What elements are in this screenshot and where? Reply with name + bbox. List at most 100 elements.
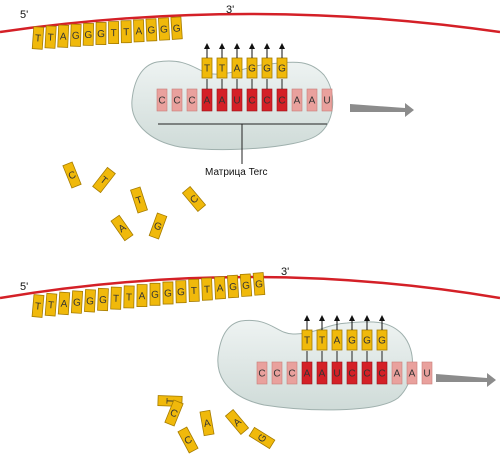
template-base-letter: A: [319, 369, 326, 380]
dna-base: G: [175, 280, 187, 304]
dna-base-letter: G: [147, 25, 155, 36]
template-base: U: [331, 361, 343, 385]
template-base-letter: U: [233, 96, 240, 107]
new-base: G: [346, 329, 358, 351]
template-base: C: [361, 361, 373, 385]
dna-base: G: [70, 290, 84, 314]
free-nucleotide: C: [177, 426, 199, 454]
dna-base-letter: T: [47, 32, 54, 43]
new-base-letter: G: [248, 64, 256, 75]
new-base: G: [246, 57, 258, 79]
free-nucleotide: T: [92, 166, 116, 194]
template-base: C: [256, 361, 268, 385]
free-nucleotide-letter: T: [98, 175, 110, 187]
dna-strand-top: [0, 12, 500, 34]
template-base: A: [201, 88, 213, 112]
template-base-letter: C: [158, 96, 165, 107]
dna-base: A: [57, 24, 70, 48]
template-base-letter: C: [348, 369, 355, 380]
dna-base-letter: G: [164, 288, 172, 299]
free-nucleotide-letter: C: [183, 434, 195, 447]
new-base: A: [231, 57, 243, 79]
free-nucleotide-letter: T: [165, 398, 176, 404]
template-base: C: [171, 88, 183, 112]
template-base: C: [261, 88, 273, 112]
template-base: A: [301, 361, 313, 385]
dna-base: T: [110, 286, 122, 310]
new-base-letter: G: [263, 64, 271, 75]
template-base: C: [346, 361, 358, 385]
new-base-letter: T: [304, 336, 310, 347]
template-base-letter: C: [263, 96, 270, 107]
dna-base: T: [31, 294, 45, 318]
template-base-letter: C: [188, 96, 195, 107]
dna-base-letter: T: [113, 294, 119, 305]
template-base-letter: U: [423, 369, 430, 380]
dna-base-letter: G: [72, 31, 80, 42]
dna-base: G: [84, 289, 96, 313]
template-base-letter: C: [288, 369, 295, 380]
template-base-letter: C: [173, 96, 180, 107]
dna-base-letter: T: [204, 284, 211, 295]
dna-base: G: [145, 18, 158, 42]
template-base-letter: C: [363, 369, 370, 380]
template-base: C: [286, 361, 298, 385]
template-base-letter: C: [378, 369, 385, 380]
new-base-letter: A: [234, 64, 241, 75]
dna-base: T: [44, 25, 57, 49]
new-base-letter: G: [278, 64, 286, 75]
new-base: A: [331, 329, 343, 351]
dna-base: G: [158, 17, 170, 41]
new-base-letter: A: [334, 336, 341, 347]
template-base: C: [156, 88, 168, 112]
dna-base-letter: T: [34, 301, 41, 312]
free-nucleotide-letter: G: [152, 220, 163, 233]
template-base-letter: C: [258, 369, 265, 380]
free-nucleotide: A: [224, 409, 250, 435]
free-nucleotide-letter: C: [67, 169, 78, 182]
template-base: C: [271, 361, 283, 385]
dna-base-letter: G: [73, 297, 82, 308]
template-base: A: [316, 361, 328, 385]
template-base: A: [291, 88, 303, 112]
dna-base-letter: G: [84, 30, 92, 41]
new-base-letter: G: [378, 336, 386, 347]
new-base-letter: T: [204, 64, 210, 75]
dna-base-letter: T: [191, 286, 197, 297]
dna-base-letter: G: [160, 24, 169, 35]
three-prime-label-bottom: 3': [281, 266, 289, 278]
free-nucleotide: C: [62, 161, 82, 189]
template-base-letter: U: [323, 96, 330, 107]
template-base: A: [306, 88, 318, 112]
dna-base: T: [188, 278, 200, 302]
dna-base: G: [70, 23, 82, 47]
dna-base-letter: T: [111, 28, 117, 39]
new-base-letter: T: [319, 336, 325, 347]
free-nucleotide: C: [181, 186, 207, 212]
dna-base: A: [214, 276, 226, 300]
template-base: C: [186, 88, 198, 112]
template-base: A: [406, 361, 418, 385]
free-nucleotide: G: [248, 426, 276, 450]
new-base: G: [276, 57, 288, 79]
dna-base: G: [97, 287, 109, 312]
direction-arrow-icon: [436, 373, 496, 387]
dna-base-letter: A: [135, 26, 142, 37]
template-base: A: [216, 88, 228, 112]
free-nucleotide: G: [148, 212, 168, 240]
template-base-letter: A: [394, 369, 401, 380]
dna-base-letter: G: [255, 279, 264, 291]
dna-base-letter: G: [229, 282, 238, 293]
new-base: T: [201, 57, 213, 79]
dna-base-letter: G: [97, 29, 105, 40]
dna-base: T: [201, 277, 213, 301]
